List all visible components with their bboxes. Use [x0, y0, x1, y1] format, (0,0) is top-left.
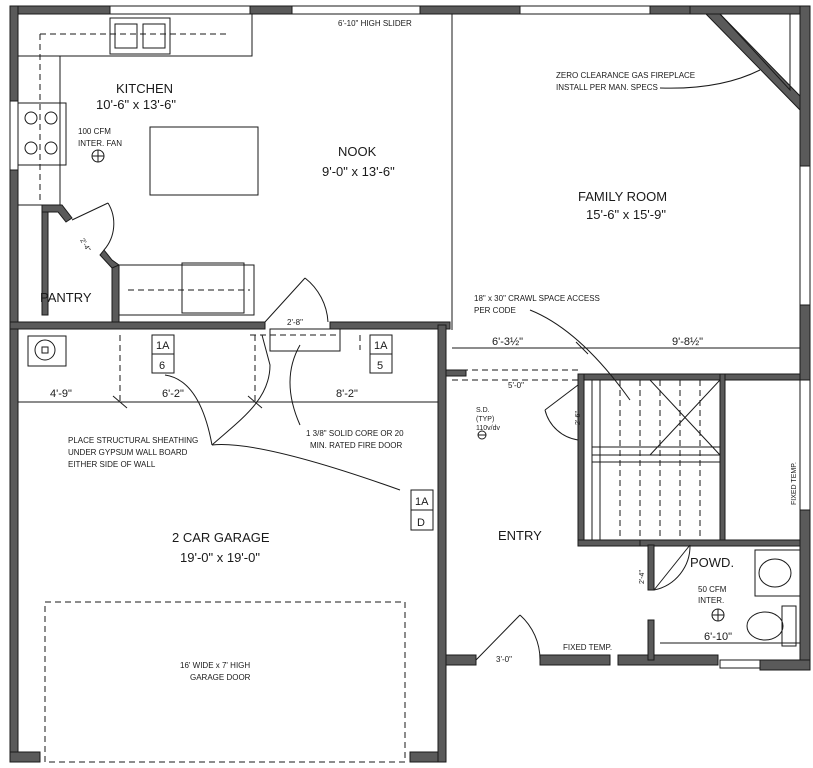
sheathing-note-3: EITHER SIDE OF WALL — [68, 460, 156, 469]
tag-3-bottom: D — [417, 517, 425, 529]
family-label: FAMILY ROOM — [578, 189, 667, 204]
firedoor-note-1: 1 3/8" SOLID CORE OR 20 — [306, 429, 404, 438]
toilet — [781, 605, 797, 647]
kitchen-size: 10'-6" x 13'-6" — [96, 97, 176, 112]
pantry-door-dim: 2'-4" — [78, 238, 91, 254]
powder-fixtures — [653, 544, 801, 647]
garage-dimension-line — [18, 395, 438, 409]
hall-dim-right: 9'-8½" — [672, 336, 703, 348]
pantry-door — [71, 202, 115, 251]
tag-2-bottom: 5 — [377, 360, 383, 372]
wall-tag-2 — [369, 334, 393, 374]
sheathing-note-1: PLACE STRUCTURAL SHEATHING — [68, 436, 198, 445]
powder-vanity — [754, 549, 801, 597]
kitchen-fan-note-2: INTER. FAN — [78, 139, 122, 148]
kitchen-island — [149, 126, 259, 196]
kitchen-fixtures — [17, 13, 259, 316]
garage-dim-2: 6'-2" — [162, 388, 184, 400]
garage-door-outline — [44, 601, 406, 763]
fixed-temp-bottom: FIXED TEMP. — [563, 643, 612, 652]
garage-fixtures — [27, 335, 406, 763]
hall-dimension-line — [452, 341, 800, 355]
water-heater — [27, 335, 67, 367]
interior-walls — [9, 13, 801, 763]
fireplace-note-2: INSTALL PER MAN. SPECS — [556, 83, 658, 92]
smoke-detector-icon — [477, 430, 487, 440]
exterior-walls — [9, 5, 811, 763]
tag-3-top: 1A — [415, 496, 429, 508]
fixed-temp-side: FIXED TEMP. — [791, 462, 798, 505]
powder-label: POWD. — [690, 555, 734, 570]
leader-lines — [164, 69, 761, 491]
tag-1-bottom: 6 — [159, 360, 165, 372]
crawl-note-1: 18" x 30" CRAWL SPACE ACCESS — [474, 294, 600, 303]
nook-size: 9'-0" x 13'-6" — [322, 164, 395, 179]
garage-house-door — [250, 277, 341, 352]
garage-label: 2 CAR GARAGE — [172, 530, 270, 545]
nook-label: NOOK — [338, 144, 377, 159]
entry-door — [475, 614, 541, 661]
garage-door-dim: 2'-8" — [287, 318, 303, 327]
kitchen-label: KITCHEN — [116, 81, 173, 96]
powder-fan-note-2: INTER. — [698, 596, 724, 605]
closet-door — [544, 384, 579, 441]
smoke-note-3: 110v/dv — [476, 425, 500, 432]
wall-tag-1 — [151, 334, 175, 374]
powder-door-dim: 2'-4" — [639, 570, 646, 584]
entry-door-dim: 3'-0" — [496, 655, 512, 664]
slider-note: 6'-10" HIGH SLIDER — [338, 19, 412, 28]
wall-tag-3 — [410, 489, 434, 531]
family-size: 15'-6" x 15'-9" — [586, 207, 666, 222]
smoke-note-1: S.D. — [476, 407, 490, 414]
sheathing-note-2: UNDER GYPSUM WALL BOARD — [68, 448, 188, 457]
entry-label: ENTRY — [498, 528, 542, 543]
hall-dim-left: 6'-3½" — [492, 336, 523, 348]
powder-width-dim: 6'-10" — [704, 631, 732, 643]
garage-dim-3: 8'-2" — [336, 388, 358, 400]
garage-door-note-1: 16' WIDE x 7' HIGH — [180, 661, 250, 670]
firedoor-note-2: MIN. RATED FIRE DOOR — [310, 441, 403, 450]
stair-dim-2: 2'-6" — [575, 411, 582, 425]
fridge — [181, 262, 245, 314]
crawl-note-2: PER CODE — [474, 306, 516, 315]
kitchen-fan-note-1: 100 CFM — [78, 127, 111, 136]
powder-fan-icon — [711, 608, 725, 622]
smoke-note-2: (TYP) — [476, 416, 494, 423]
range-cooktop — [17, 102, 67, 166]
tag-2-top: 1A — [374, 340, 388, 352]
stair — [452, 369, 721, 541]
garage-size: 19'-0" x 19'-0" — [180, 550, 260, 565]
powder-fan-note-1: 50 CFM — [698, 585, 727, 594]
fireplace-note-1: ZERO CLEARANCE GAS FIREPLACE — [556, 71, 695, 80]
garage-dim-1: 4'-9" — [50, 388, 72, 400]
pantry-label: PANTRY — [40, 290, 92, 305]
garage-door-note-2: GARAGE DOOR — [190, 673, 251, 682]
kitchen-sink — [109, 17, 171, 55]
tag-1-top: 1A — [156, 340, 170, 352]
labels: 6'-10" HIGH SLIDER KITCHEN 10'-6" x 13'-… — [40, 19, 798, 682]
stair-dim-5: 5'-0" — [508, 381, 524, 390]
kitchen-fan-icon — [91, 149, 105, 163]
